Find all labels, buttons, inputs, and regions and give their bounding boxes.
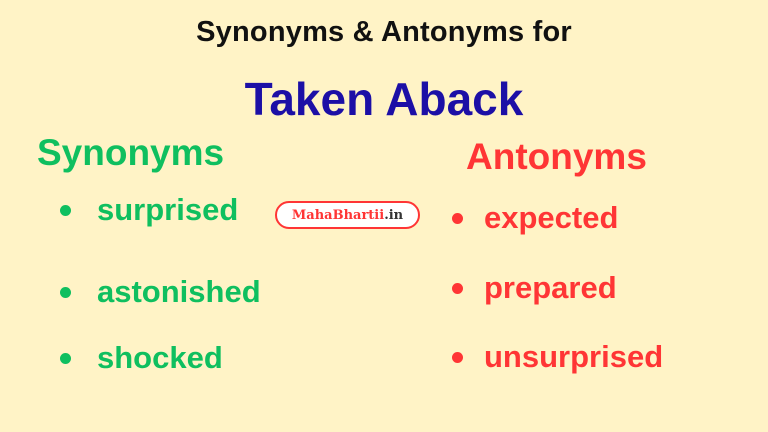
synonym-item: astonished [60,274,261,310]
antonym-text: unsurprised [484,339,664,374]
antonym-item: prepared [452,270,617,306]
bullet-icon [452,212,463,224]
page-title: Taken Aback [244,73,524,125]
synonym-text: shocked [97,340,223,375]
synonym-text: surprised [97,192,239,227]
antonym-text: expected [484,200,619,235]
page-subtitle: Synonyms & Antonyms for [196,16,572,48]
antonym-text: prepared [484,270,617,305]
synonym-item: surprised [60,192,238,228]
bullet-icon [60,352,71,364]
synonym-text: astonished [97,274,261,309]
antonyms-heading: Antonyms [466,136,647,177]
antonym-item: unsurprised [452,339,663,375]
badge-tld: .in [384,207,404,223]
site-watermark-badge: MahaBhartii.in [275,201,420,229]
synonyms-heading: Synonyms [37,132,225,173]
bullet-icon [452,351,463,363]
bullet-icon [60,204,71,216]
badge-brand: MahaBhartii [291,207,385,223]
bullet-icon [60,286,71,298]
bullet-icon [452,282,463,294]
antonym-item: expected [452,200,618,236]
synonym-item: shocked [60,340,223,376]
